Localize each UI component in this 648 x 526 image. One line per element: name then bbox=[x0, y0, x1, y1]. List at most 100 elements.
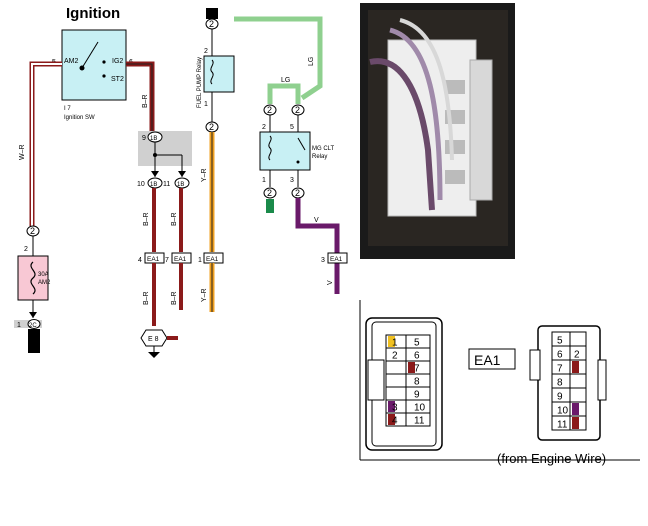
connector-label-box: EA1 bbox=[468, 348, 516, 370]
mg-pin-1: 1 bbox=[262, 177, 266, 184]
ea1-pin-4: 4 bbox=[138, 257, 142, 264]
mg-clt-relay bbox=[259, 131, 311, 171]
ea1-label: EA1 bbox=[147, 256, 160, 263]
pin-number: 5 bbox=[557, 336, 563, 347]
wire-label-lg-a: LG bbox=[281, 77, 290, 84]
connector-2-mg-top-left: 2 bbox=[263, 104, 277, 116]
fuse-pin-top: 2 bbox=[24, 246, 28, 253]
pin-10-label: 10 bbox=[137, 181, 145, 188]
bottom-conn-label: 2C bbox=[29, 323, 37, 329]
fp-relay-pin-top: 2 bbox=[204, 48, 208, 55]
wire-green-stub bbox=[266, 199, 274, 213]
pin-number: 11 bbox=[557, 420, 568, 431]
wire-v bbox=[295, 198, 340, 294]
side-pin-cell-right bbox=[569, 373, 587, 389]
wire-label-v-b: V bbox=[327, 280, 334, 285]
bottom-pin: 1 bbox=[17, 322, 21, 329]
diagram-title: Ignition bbox=[66, 5, 120, 22]
pin-number: 9 bbox=[557, 392, 563, 403]
connector-2-fp-top: 2 bbox=[205, 18, 219, 30]
fuse-name: AM2 bbox=[38, 280, 51, 286]
ground-label: E 8 bbox=[148, 336, 159, 343]
wire-color-swatch bbox=[388, 336, 395, 347]
wire-color-swatch bbox=[572, 403, 579, 415]
ea1-label: EA1 bbox=[174, 256, 187, 263]
ea1-pin-7: 7 bbox=[165, 257, 169, 264]
ea1-pin-1: 1 bbox=[198, 257, 202, 264]
pin-11-label: 11 bbox=[163, 181, 170, 188]
connector-face-label: EA1 bbox=[474, 352, 501, 368]
wire-label-yr-top: Y–R bbox=[201, 168, 208, 182]
connector-2-mg-bottom-left: 2 bbox=[263, 187, 277, 199]
wire-wr: W–R bbox=[19, 61, 62, 226]
wire-label-br-a: B–R bbox=[143, 212, 150, 226]
pin-cell-left bbox=[385, 373, 407, 388]
pin-number: 7 bbox=[414, 364, 420, 375]
pin-number: 4 bbox=[392, 416, 398, 427]
pin-cell-left bbox=[385, 386, 407, 401]
connector-num: 2 bbox=[267, 105, 272, 115]
connector-face-caption: (from Engine Wire) bbox=[497, 451, 606, 466]
wire-label-br-b: B–R bbox=[171, 212, 178, 226]
mg-pin-5: 5 bbox=[290, 124, 294, 131]
wire-color-swatch bbox=[408, 362, 415, 373]
wire-label-wr: W–R bbox=[19, 144, 26, 160]
ic-1b-label: 1B bbox=[150, 182, 157, 188]
fuse-am2: 30A AM2 bbox=[17, 255, 51, 301]
wire-label-lg-b: LG bbox=[308, 57, 315, 66]
fp-relay-pin-bottom: 1 bbox=[204, 101, 208, 108]
connector-2c: 1 2C bbox=[14, 319, 42, 329]
wire-color-swatch bbox=[388, 401, 395, 412]
side-pin-cell-right bbox=[569, 387, 587, 403]
connector-num: 2 bbox=[295, 188, 300, 198]
pin-number: 6 bbox=[414, 351, 420, 362]
junction-block bbox=[138, 131, 192, 166]
terminal-ig2-label: IG2 bbox=[112, 58, 123, 65]
connector-num: 2 bbox=[209, 122, 214, 132]
pin-number: 3 bbox=[392, 403, 398, 414]
connector-num: 2 bbox=[267, 188, 272, 198]
mg-pin-2: 2 bbox=[262, 124, 266, 131]
pin-number: 8 bbox=[414, 377, 420, 388]
connector-num: 2 bbox=[295, 105, 300, 115]
pin-number: 1 bbox=[392, 338, 398, 349]
connector-num: 2 bbox=[30, 226, 35, 236]
connector-2-mg-top-right: 2 bbox=[291, 104, 305, 116]
wire-color-swatch bbox=[572, 361, 579, 373]
mg-pin-3: 3 bbox=[290, 177, 294, 184]
connector-1b-left: 10 1B bbox=[137, 177, 163, 189]
fuel-pump-relay bbox=[203, 55, 235, 93]
wire-color-swatch bbox=[572, 417, 579, 429]
ea1-label: EA1 bbox=[330, 256, 343, 263]
ic-1b-label: 1B bbox=[150, 136, 157, 142]
ea1-pin-3: 3 bbox=[321, 257, 325, 264]
ground-e8: E 8 bbox=[140, 329, 168, 347]
ea1-connector-pin4: 4 EA1 bbox=[138, 252, 165, 264]
terminal-am2-label: AM2 bbox=[64, 58, 79, 65]
ea1-connector-pin1: 1 EA1 bbox=[198, 252, 224, 264]
fuel-pump-relay-label: FUEL PUMP Relay bbox=[197, 57, 203, 108]
mg-clt-relay-label-2: Relay bbox=[312, 154, 327, 160]
ea1-connector-pin3: 3 EA1 bbox=[321, 252, 348, 264]
wire-label-yr-bottom: Y–R bbox=[201, 288, 208, 302]
pin-number: 2 bbox=[392, 351, 398, 362]
pin-cell-left bbox=[385, 360, 407, 375]
pin-number: 7 bbox=[557, 364, 563, 375]
wire-label-br-bottom-a: B–R bbox=[143, 291, 150, 305]
ea1-label: EA1 bbox=[206, 256, 219, 263]
pin-number: 2 bbox=[574, 350, 580, 361]
pin-number: 8 bbox=[557, 378, 563, 389]
pin-number: 5 bbox=[414, 338, 420, 349]
wire-lg bbox=[234, 16, 323, 104]
wire-label-br-top: B–R bbox=[142, 94, 149, 108]
ignition-name: Ignition SW bbox=[64, 115, 95, 121]
side-pin-cell-right bbox=[569, 331, 587, 347]
ignition-switch: AM2 IG2 ST2 5 6 I 7 Ignition SW bbox=[52, 29, 133, 121]
wire-label-v-a: V bbox=[314, 217, 319, 224]
connector-2-fuse-top: 2 bbox=[26, 225, 40, 237]
wire-br-main: B–R bbox=[126, 61, 155, 131]
terminal-st2-label: ST2 bbox=[111, 76, 124, 83]
wire-label-br-bottom-b: B–R bbox=[171, 291, 178, 305]
